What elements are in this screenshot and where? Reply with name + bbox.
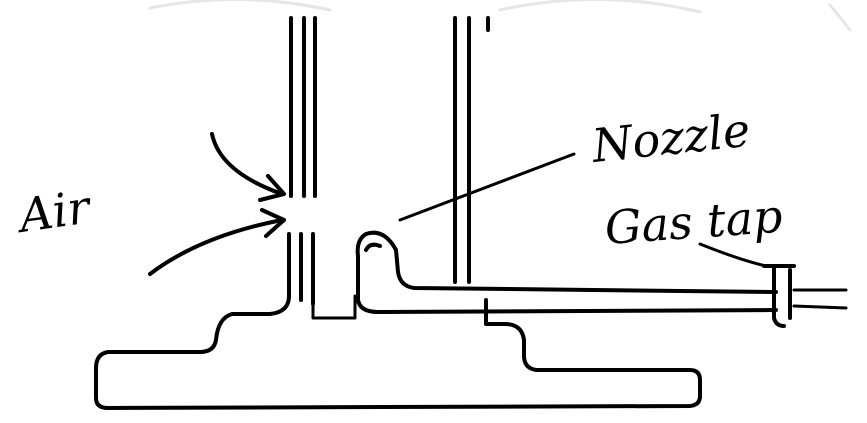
gas-tap	[764, 266, 846, 326]
support-rod	[455, 18, 488, 282]
label-air: Air	[12, 179, 96, 243]
chimney-tube	[289, 18, 315, 304]
air-arrows	[150, 134, 284, 274]
background-arcs	[150, 0, 850, 30]
label-nozzle: Nozzle	[589, 103, 753, 173]
label-gas-tap: Gas tap	[603, 189, 784, 255]
